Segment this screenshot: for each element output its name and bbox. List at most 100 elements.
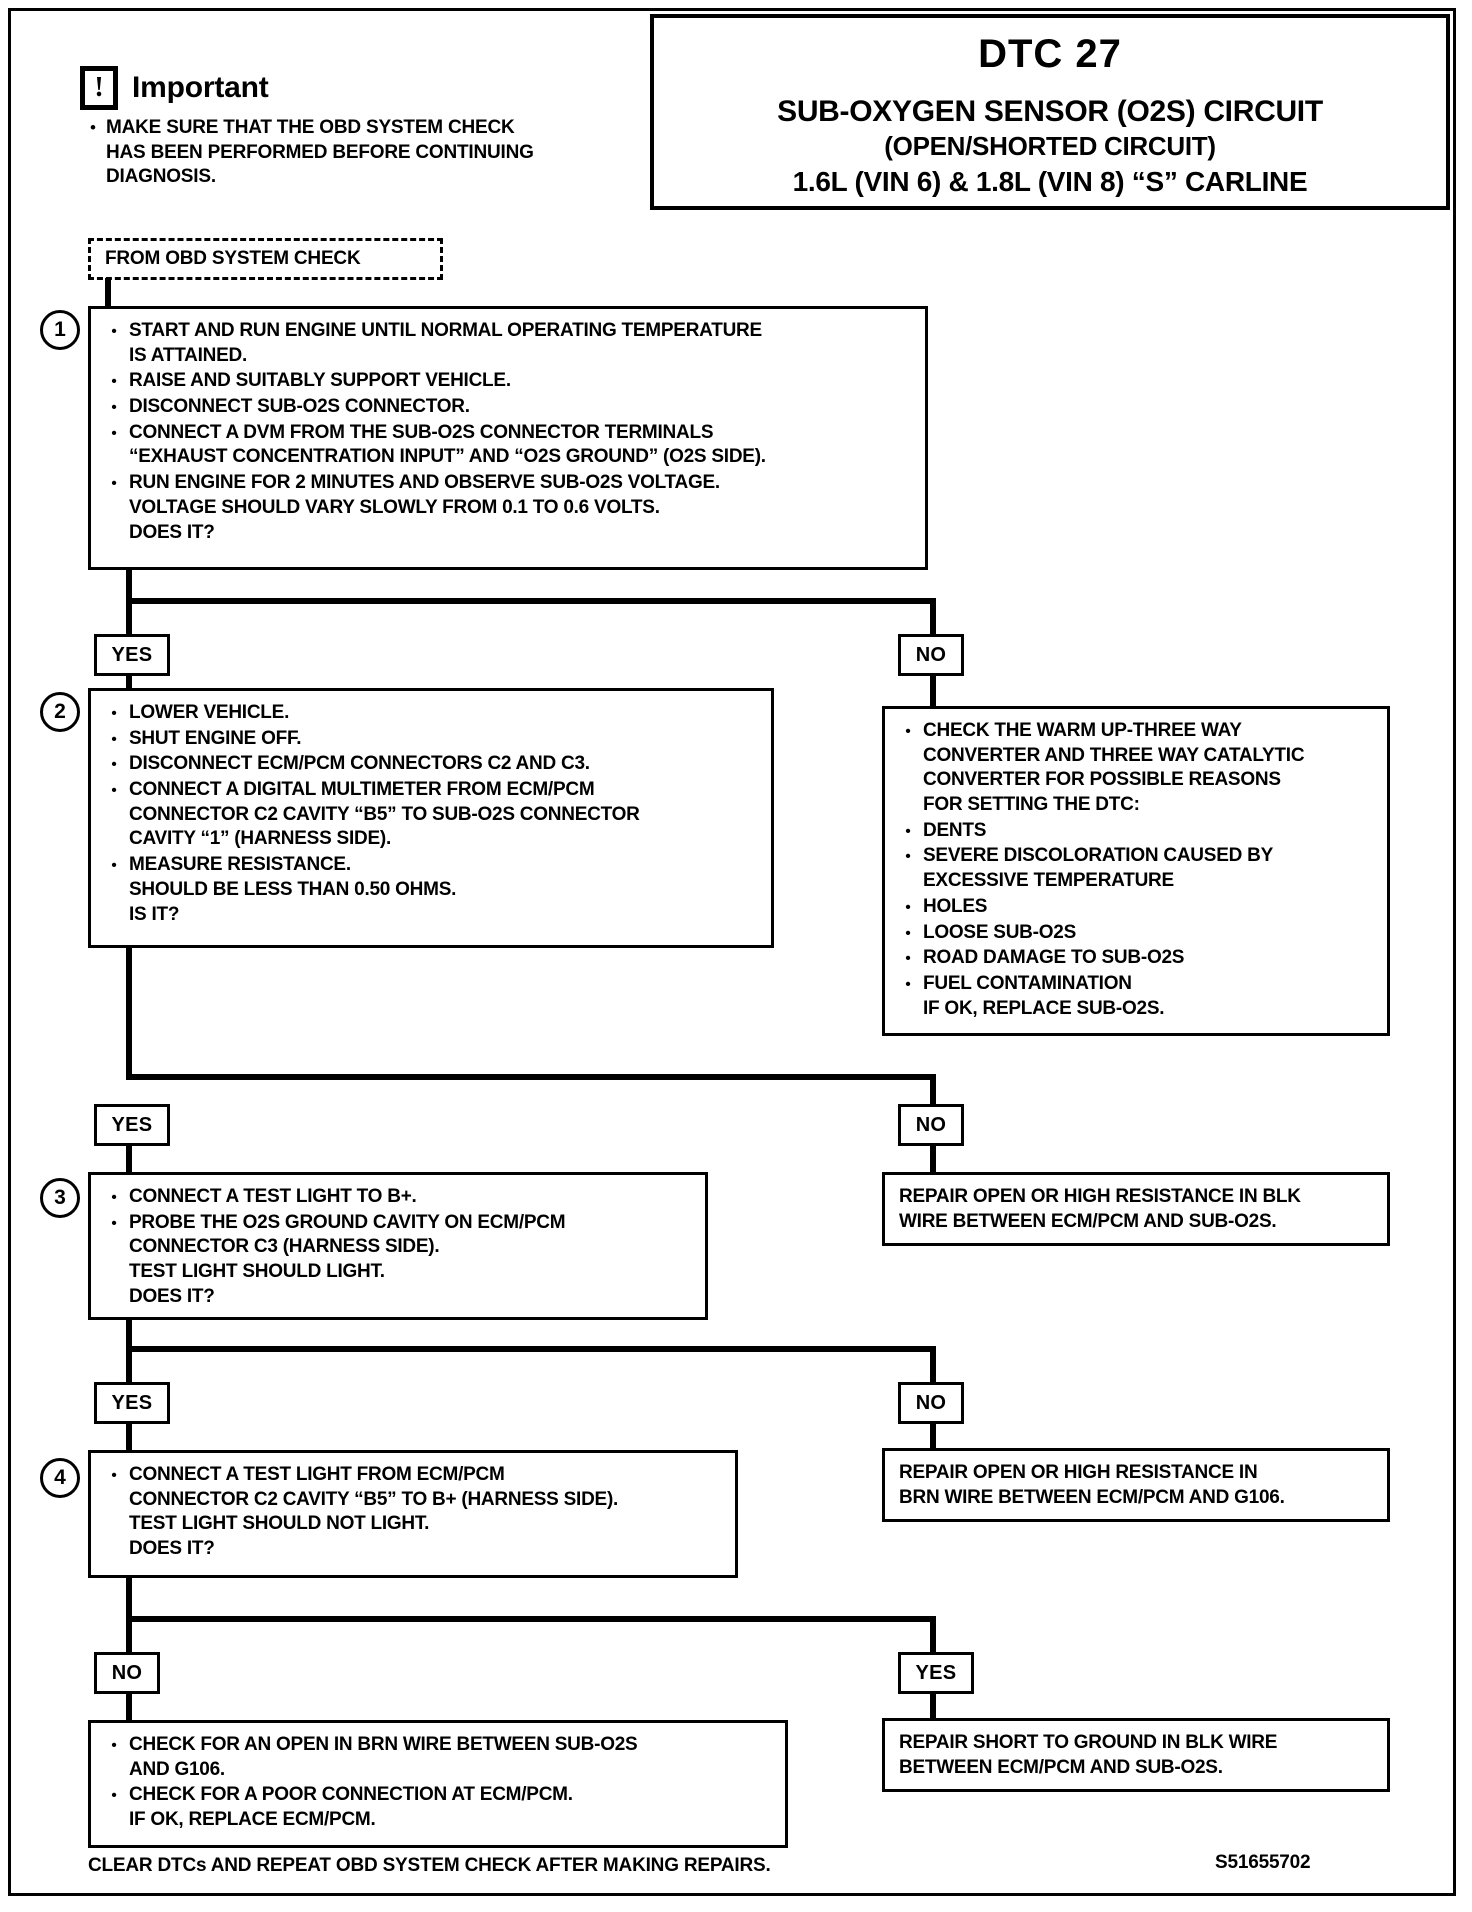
result-no2-text: REPAIR OPEN OR HIGH RESISTANCE IN BLK WI…	[899, 1186, 1301, 1232]
result-no1-text: FUEL CONTAMINATION IF OK, REPLACE SUB-O2…	[923, 972, 1165, 1019]
title-line-1: SUB-OXYGEN SENSOR (O2S) CIRCUIT	[777, 95, 1323, 128]
connector-entry-to-step1	[105, 278, 111, 314]
branch-no-step2: NO	[898, 1104, 964, 1146]
step-2-box: • LOWER VEHICLE. •SHUT ENGINE OFF. • DISCO…	[88, 688, 774, 948]
connector-step1-out	[126, 568, 132, 604]
step-1-line: • START AND RUN ENGINE UNTIL NORMAL OPERA…	[99, 319, 917, 368]
result-no3-text: REPAIR OPEN OR HIGH RESISTANCE IN BRN WI…	[899, 1462, 1285, 1508]
connector-step2-split	[126, 1074, 936, 1080]
branch-yes-step4: YES	[898, 1652, 974, 1694]
step-1-line: • DISCONNECT SUB-O2S CONNECTOR.	[99, 395, 917, 420]
bullet-icon: •	[111, 1189, 117, 1206]
step-2-line: •SHUT ENGINE OFF.	[99, 727, 763, 752]
result-no1-text: DENTS	[923, 819, 987, 841]
footer-note: CLEAR DTCs AND REPEAT OBD SYSTEM CHECK A…	[88, 1855, 771, 1876]
connector-step4-yes	[930, 1616, 936, 1656]
connector-step3-yes	[126, 1346, 132, 1386]
step-2-line: •CONNECT A DIGITAL MULTIMETER FROM ECM/P…	[99, 778, 763, 852]
bullet-icon: •	[111, 857, 117, 875]
step-2-line: • DISCONNECT ECM/PCM CONNECTORS C2 AND C3…	[99, 752, 763, 777]
page-border	[8, 8, 1456, 1896]
branch-no-step3: NO	[898, 1382, 964, 1424]
step-2-text: CONNECT A DIGITAL MULTIMETER FROM ECM/PC…	[129, 779, 640, 850]
step-2-text: DISCONNECT ECM/PCM CONNECTORS C2 AND C3.	[129, 753, 590, 775]
connector-step4-out	[126, 1576, 132, 1622]
bullet-icon: •	[111, 1737, 117, 1754]
step-4-text: CONNECT A TEST LIGHT FROM ECM/PCM CONNEC…	[129, 1464, 619, 1560]
bullet-icon: •	[111, 475, 117, 493]
bullet-icon: •	[111, 424, 117, 442]
step-1-text: START AND RUN ENGINE UNTIL NORMAL OPERAT…	[129, 320, 762, 366]
connector-step3-split	[126, 1346, 936, 1352]
connector-yes4-to-result	[930, 1692, 936, 1718]
bullet-icon: •	[111, 399, 117, 417]
step-number-4: 4	[40, 1458, 80, 1498]
result-no4-box: • CHECK FOR AN OPEN IN BRN WIRE BETWEEN S…	[88, 1720, 788, 1848]
result-no4-text: CHECK FOR A POOR CONNECTION AT ECM/PCM. …	[129, 1784, 573, 1831]
title-line-3: 1.6L (VIN 6) & 1.8L (VIN 8) “S” CARLINE	[792, 166, 1308, 197]
bullet-icon: •	[111, 1214, 117, 1232]
result-yes4-box: REPAIR SHORT TO GROUND IN BLK WIRE BETWE…	[882, 1718, 1390, 1792]
step-1-line: •RUN ENGINE FOR 2 MINUTES AND OBSERVE SU…	[99, 471, 917, 545]
step-1-text: RAISE AND SUITABLY SUPPORT VEHICLE.	[129, 370, 511, 392]
bullet-icon: •	[111, 1787, 117, 1805]
result-no1-line: •HOLES	[893, 895, 1379, 920]
connector-step1-split	[126, 598, 936, 604]
important-text: MAKE SURE THAT THE OBD SYSTEM CHECK HAS …	[106, 117, 534, 188]
result-yes4-text: REPAIR SHORT TO GROUND IN BLK WIRE BETWE…	[899, 1732, 1278, 1778]
connector-yes3-to-step4	[126, 1422, 132, 1454]
connector-step3-out	[126, 1318, 132, 1352]
step-4-box: • CONNECT A TEST LIGHT FROM ECM/PCM CONNE…	[88, 1450, 738, 1578]
bullet-icon: •	[111, 705, 117, 722]
result-no1-line: •CHECK THE WARM UP-THREE WAY CONVERTER A…	[893, 719, 1379, 818]
result-no1-line: •FUEL CONTAMINATION IF OK, REPLACE SUB-O…	[893, 972, 1379, 1021]
result-no1-line: •ROAD DAMAGE TO SUB-O2S	[893, 946, 1379, 971]
result-no1-text: CHECK THE WARM UP-THREE WAY CONVERTER AN…	[923, 720, 1305, 816]
connector-step4-no	[126, 1616, 132, 1656]
bullet-icon: •	[111, 1467, 117, 1484]
result-no1-text: LOOSE SUB-O2S	[923, 921, 1076, 943]
result-no1-text: ROAD DAMAGE TO SUB-O2S	[923, 947, 1185, 969]
step-number-2: 2	[40, 692, 80, 732]
result-no1-line: •DENTS	[893, 819, 1379, 844]
branch-no-step4: NO	[94, 1652, 160, 1694]
entry-label: FROM OBD SYSTEM CHECK	[105, 248, 361, 269]
result-no4-text: CHECK FOR AN OPEN IN BRN WIRE BETWEEN SU…	[129, 1734, 638, 1780]
connector-no1-to-result	[930, 674, 936, 706]
connector-step1-yes	[126, 598, 132, 638]
step-3-box: •CONNECT A TEST LIGHT TO B+. •PROBE THE …	[88, 1172, 708, 1320]
footer-code: S51655702	[1215, 1852, 1311, 1873]
branch-yes-step1: YES	[94, 634, 170, 676]
branch-yes-step3: YES	[94, 1382, 170, 1424]
connector-step2-down	[126, 1008, 132, 1078]
title-line-2: (OPEN/SHORTED CIRCUIT)	[884, 131, 1216, 161]
step-1-text: DISCONNECT SUB-O2S CONNECTOR.	[129, 396, 470, 418]
step-1-box: • START AND RUN ENGINE UNTIL NORMAL OPERA…	[88, 306, 928, 570]
bullet-icon: •	[905, 924, 911, 942]
result-no1-box: • CHECK THE WARM UP-THREE WAY CONVERTER A…	[882, 706, 1390, 1036]
result-no1-line: • LOOSE SUB-O2S	[893, 921, 1379, 946]
step-1-text: CONNECT A DVM FROM THE SUB-O2S CONNECTOR…	[129, 421, 766, 468]
step-2-text: LOWER VEHICLE.	[129, 702, 290, 723]
connector-step1-no	[930, 598, 936, 638]
connector-step2-out	[126, 946, 132, 1014]
dtc-code: DTC 27	[978, 32, 1122, 76]
bullet-icon: •	[111, 323, 117, 340]
result-no1-text: HOLES	[923, 895, 988, 917]
result-no4-line: • CHECK FOR AN OPEN IN BRN WIRE BETWEEN S…	[99, 1733, 777, 1782]
bullet-icon: •	[905, 848, 911, 866]
connector-no3-to-result	[930, 1422, 936, 1448]
connector-step3-no	[930, 1346, 936, 1386]
bullet-icon: •	[111, 373, 117, 391]
result-no1-text: SEVERE DISCOLORATION CAUSED BY EXCESSIVE…	[923, 845, 1274, 892]
result-no2-box: REPAIR OPEN OR HIGH RESISTANCE IN BLK WI…	[882, 1172, 1390, 1246]
bullet-icon: •	[111, 756, 117, 774]
bullet-icon: •	[90, 118, 96, 137]
step-2-text: MEASURE RESISTANCE. SHOULD BE LESS THAN …	[129, 854, 457, 925]
important-note: ! Important • MAKE SURE THAT THE OBD SYS…	[80, 66, 625, 190]
step-2-line: • MEASURE RESISTANCE. SHOULD BE LESS THAN…	[99, 853, 763, 927]
step-1-line: • CONNECT A DVM FROM THE SUB-O2S CONNECTO…	[99, 421, 917, 470]
step-3-text: CONNECT A TEST LIGHT TO B+.	[129, 1186, 417, 1207]
branch-no-step1: NO	[898, 634, 964, 676]
